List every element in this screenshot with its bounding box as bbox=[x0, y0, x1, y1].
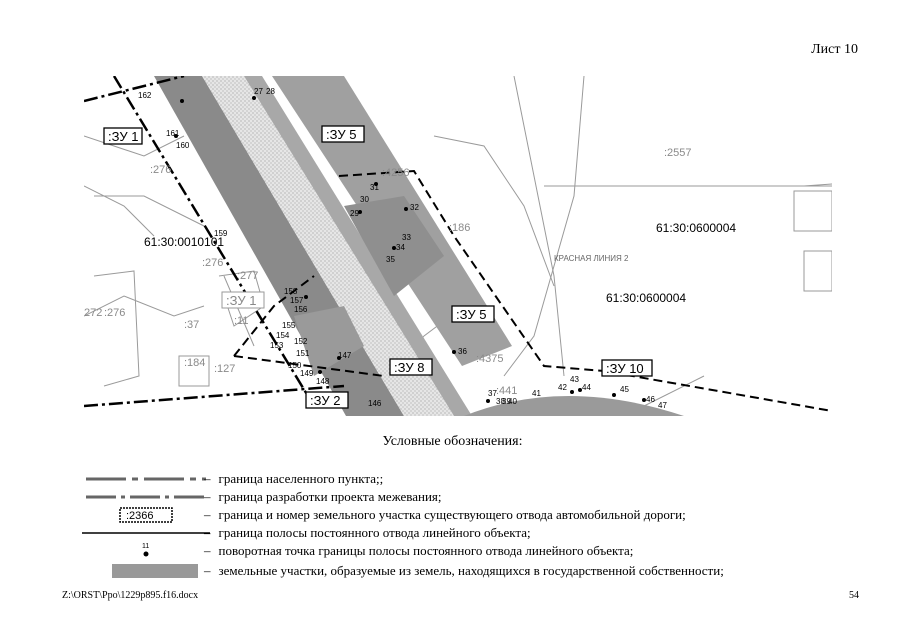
point-number: 43 bbox=[570, 375, 579, 384]
point-number: 30 bbox=[360, 195, 369, 204]
road-corridor bbox=[154, 76, 512, 416]
parcel-label: :ЗУ 5 bbox=[456, 307, 486, 322]
parcel-label-boxes: :ЗУ 1 :ЗУ 5 :ЗУ 5 :ЗУ 8 :ЗУ 2 :ЗУ 10 :ЗУ… bbox=[103, 125, 653, 409]
plot-number: :4375 bbox=[476, 353, 504, 365]
turning-points bbox=[174, 96, 646, 403]
point-number: 150 bbox=[288, 361, 302, 370]
point-number: 47 bbox=[658, 401, 667, 410]
point-number: 31 bbox=[370, 183, 379, 192]
red-line-label: КРАСНАЯ ЛИНИЯ 2 bbox=[554, 254, 629, 263]
point-number: 151 bbox=[296, 349, 310, 358]
legend-row: –граница полосы постоянного отвода линей… bbox=[62, 524, 862, 542]
point-number: 37 bbox=[488, 389, 497, 398]
cadastral-number: 61:30:0600004 bbox=[606, 291, 686, 305]
legend-row: –граница разработки проекта межевания; bbox=[62, 488, 862, 506]
file-path: Z:\ORST\Ppo\1229p895.f16.docx bbox=[62, 590, 199, 601]
legend-row: :2366 –граница и номер земельного участк… bbox=[62, 506, 862, 524]
plot-number: 272 bbox=[84, 307, 102, 319]
point-number: 154 bbox=[276, 331, 290, 340]
point-number: 162 bbox=[138, 91, 152, 100]
point-number: 156 bbox=[294, 305, 308, 314]
point-number: 155 bbox=[282, 321, 296, 330]
settlement-boundary bbox=[84, 76, 345, 408]
point-number: 158 bbox=[284, 287, 298, 296]
point-number: 34 bbox=[396, 243, 405, 252]
point-number: 152 bbox=[294, 337, 308, 346]
point-number: 153 bbox=[270, 341, 284, 350]
parcel-label: :ЗУ 8 bbox=[394, 360, 424, 375]
sheet-label: Лист 10 bbox=[811, 42, 858, 57]
plot-number: :11 bbox=[234, 315, 248, 327]
parcel-number-symbol: :2366 bbox=[119, 507, 173, 523]
point-number: 28 bbox=[266, 87, 275, 96]
legend-item-text: граница разработки проекта межевания; bbox=[218, 489, 442, 504]
turning-point-symbol: 11 bbox=[142, 543, 149, 557]
survey-boundary bbox=[233, 169, 832, 412]
point-number: 148 bbox=[316, 377, 330, 386]
parcel-label: :ЗУ 10 bbox=[606, 361, 644, 376]
round-parcel bbox=[464, 396, 684, 416]
point-number: 147 bbox=[338, 351, 352, 360]
legend-item-text: поворотная точка границы полосы постоянн… bbox=[218, 543, 634, 558]
cadastral-map: :ЗУ 1 :ЗУ 5 :ЗУ 5 :ЗУ 8 :ЗУ 2 :ЗУ 10 :ЗУ… bbox=[84, 76, 832, 416]
point-number: 161 bbox=[166, 129, 180, 138]
svg-text:11: 11 bbox=[142, 543, 149, 550]
legend-item-text: земельные участки, образуемые из земель,… bbox=[218, 563, 724, 578]
point-number: 160 bbox=[176, 141, 190, 150]
legend-item-text: граница населенного пункта;; bbox=[218, 471, 384, 486]
legend-item-text: граница полосы постоянного отвода линейн… bbox=[218, 525, 531, 540]
point-number: 36 bbox=[458, 347, 467, 356]
plot-number: :184 bbox=[184, 357, 205, 369]
legend-row: 11 –поворотная точка границы полосы пост… bbox=[62, 542, 862, 560]
parcel-label: :ЗУ 5 bbox=[326, 127, 356, 142]
plot-number: :276 bbox=[150, 164, 171, 176]
point-number: 32 bbox=[410, 203, 419, 212]
permanent-strip-symbol bbox=[82, 532, 210, 534]
plot-number: :4256 bbox=[382, 167, 410, 179]
legend-row: –граница населенного пункта;; bbox=[62, 470, 862, 488]
point-number: 149 bbox=[300, 369, 314, 378]
cadastral-number: 61:30:0600004 bbox=[656, 221, 736, 235]
plot-number: :277 bbox=[237, 270, 258, 282]
page-number: 54 bbox=[849, 590, 859, 601]
point-number: 159 bbox=[214, 229, 228, 238]
plot-number: :2557 bbox=[664, 147, 692, 159]
plot-number: :37 bbox=[184, 319, 199, 331]
point-number: 35 bbox=[386, 255, 395, 264]
point-number: 44 bbox=[582, 383, 591, 392]
settlement-boundary-symbol bbox=[86, 477, 206, 481]
survey-boundary-symbol bbox=[86, 495, 206, 499]
parcel-label: :ЗУ 1 bbox=[226, 293, 256, 308]
svg-text::2366: :2366 bbox=[126, 510, 154, 522]
point-number: 27 bbox=[254, 87, 263, 96]
legend-title: Условные обозначения: bbox=[382, 434, 523, 449]
point-number: 39 bbox=[502, 397, 511, 406]
plot-number: :276 bbox=[202, 257, 223, 269]
point-number: 146 bbox=[368, 399, 382, 408]
parcel-label: :ЗУ 2 bbox=[310, 393, 340, 408]
legend-row: –земельные участки, образуемые из земель… bbox=[62, 562, 862, 580]
plot-number: :276 bbox=[104, 307, 125, 319]
point-number: 40 bbox=[508, 397, 517, 406]
point-number: 41 bbox=[532, 389, 541, 398]
point-number: 38 bbox=[496, 397, 505, 406]
plot-number: :441 bbox=[496, 385, 517, 397]
point-number: 157 bbox=[290, 296, 304, 305]
point-number: 33 bbox=[402, 233, 411, 242]
cadastral-number: 61:30:0010101 bbox=[144, 235, 224, 249]
legend-item-text: граница и номер земельного участка сущес… bbox=[218, 507, 686, 522]
point-number: 45 bbox=[620, 385, 629, 394]
point-number: 42 bbox=[558, 383, 567, 392]
point-number: 46 bbox=[646, 395, 655, 404]
state-land-parcel-symbol bbox=[112, 564, 198, 578]
point-number: 29 bbox=[350, 209, 359, 218]
plot-number: :127 bbox=[214, 363, 235, 375]
parcel-label: :ЗУ 1 bbox=[108, 129, 138, 144]
plot-number: :186 bbox=[449, 222, 470, 234]
